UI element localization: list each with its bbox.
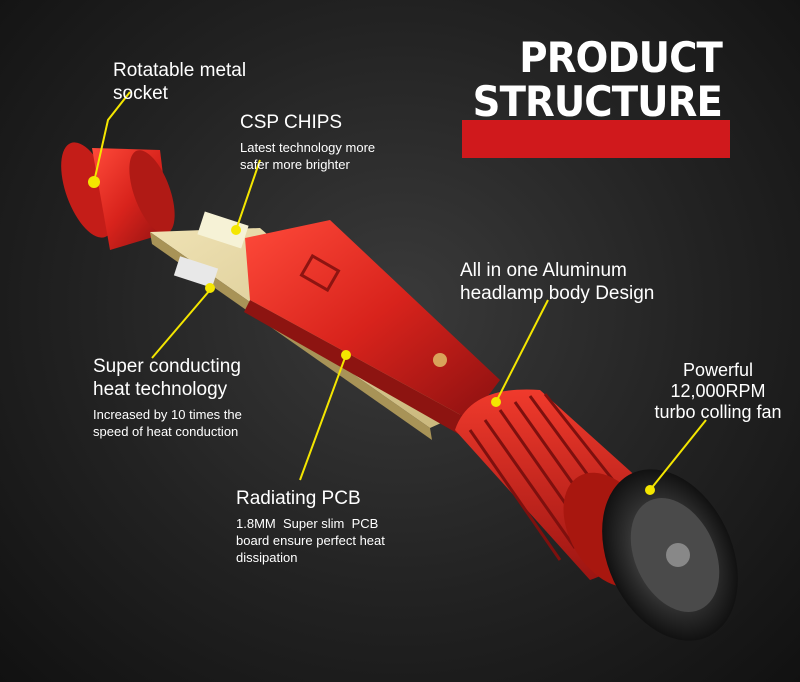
aluminum-body: [244, 220, 500, 436]
csp-chips: [173, 211, 249, 288]
metal-socket: [61, 142, 175, 250]
callout-heat-heading-1: Super conducting: [93, 356, 241, 377]
turbo-fan: [602, 469, 738, 641]
title-line-2: STRUCTURE: [472, 77, 723, 126]
callout-chips: CSP CHIPS Latest technology more safer m…: [240, 112, 375, 173]
callout-body-heading-1: All in one Aluminum: [460, 260, 627, 281]
callout-socket: Rotatable metal socket: [113, 60, 246, 106]
callout-pcb-sub-2: board ensure perfect heat: [236, 532, 385, 548]
title-line-1: PRODUCT: [519, 33, 723, 82]
callout-body-heading-2: headlamp body Design: [460, 282, 655, 304]
callout-heat-sub-1: Increased by 10 times the: [93, 406, 242, 422]
callout-lines: [93, 91, 707, 491]
callout-body: All in one Aluminum headlamp body Design: [460, 260, 654, 306]
callout-chips-sub-1: Latest technology more: [240, 139, 376, 155]
callout-pcb: Radiating PCB 1.8MM Super slim PCB board…: [236, 488, 416, 566]
callout-heat-sub-2: speed of heat conduction: [93, 423, 239, 439]
callout-socket-heading-1: Rotatable metal: [113, 60, 247, 81]
callout-fan-heading-3: turbo colling fan: [654, 402, 782, 422]
callout-heat-heading-2: heat technology: [93, 378, 228, 400]
callout-fan-heading-2: 12,000RPM: [670, 381, 766, 401]
callout-socket-heading-2: socket: [113, 82, 168, 104]
callout-heat: Super conducting heat technology Increas…: [93, 356, 242, 440]
callout-dots: [88, 176, 655, 495]
callout-fan-heading-1: Powerful: [682, 360, 754, 380]
callout-pcb-sub-3: dissipation: [236, 549, 298, 565]
page-title: PRODUCT STRUCTURE: [451, 33, 730, 158]
callout-pcb-sub-1: 1.8MM Super slim PCB: [236, 515, 379, 531]
callout-chips-heading: CSP CHIPS: [240, 112, 343, 133]
callout-chips-sub-2: safer more brighter: [240, 156, 350, 172]
callout-fan: Powerful 12,000RPM turbo colling fan: [648, 360, 788, 423]
callout-pcb-heading: Radiating PCB: [236, 488, 361, 509]
